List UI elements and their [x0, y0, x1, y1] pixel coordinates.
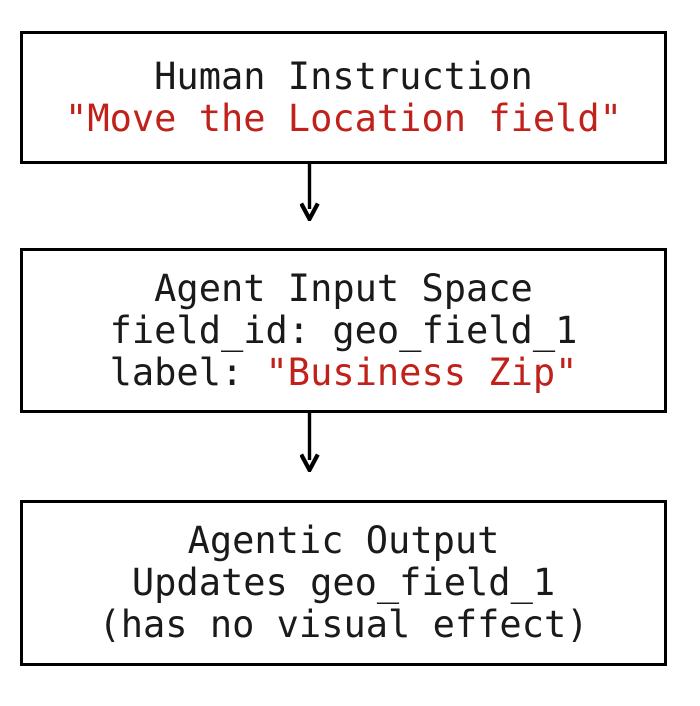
- edge-2-down-arrow-icon: [300, 412, 320, 472]
- node-agentic-output-line-1: Agentic Output: [187, 519, 500, 562]
- node-agentic-output-line-2: Updates geo_field_1: [131, 561, 556, 604]
- node-human-instruction-line-2: "Move the Location field": [65, 96, 622, 140]
- node-human-instruction-line-1: Human Instruction: [154, 54, 533, 98]
- node-agent-input-space-line-3: label: "Business Zip": [109, 350, 578, 394]
- node-agentic-output-line-3: (has no visual effect): [98, 603, 589, 646]
- node-agent-input-space: Agent Input Space field_id: geo_field_1 …: [20, 248, 667, 413]
- node-agent-input-space-line-2: field_id: geo_field_1: [109, 308, 578, 352]
- label-value: "Business Zip": [265, 350, 578, 394]
- node-human-instruction: Human Instruction "Move the Location fie…: [20, 31, 667, 164]
- node-agentic-output: Agentic Output Updates geo_field_1 (has …: [20, 500, 667, 666]
- label-key: label:: [109, 350, 266, 394]
- node-agent-input-space-line-1: Agent Input Space: [154, 266, 533, 310]
- edge-1-down-arrow-icon: [300, 163, 320, 221]
